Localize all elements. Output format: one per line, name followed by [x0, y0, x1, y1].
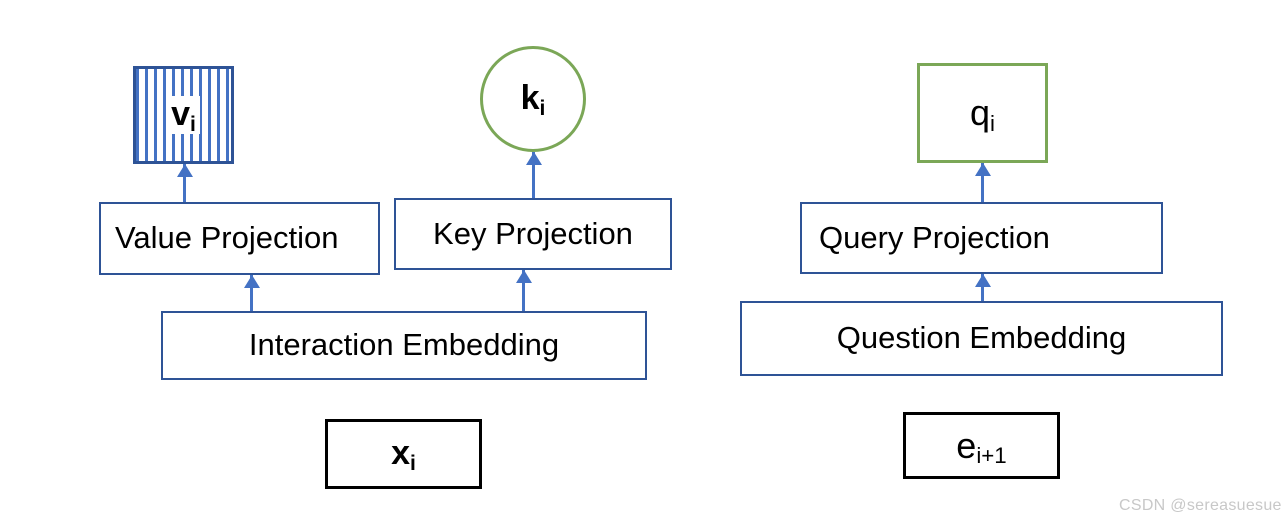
query-output-label: qi — [970, 92, 995, 136]
value-projection-node: Value Projection — [99, 202, 380, 275]
arrow-stem — [981, 274, 984, 310]
arrow-stem — [250, 275, 253, 313]
arrow-head — [515, 270, 532, 283]
query-projection-node: Query Projection — [800, 202, 1163, 274]
arrow-head — [525, 152, 542, 165]
key-output-node: ki — [480, 46, 586, 152]
arrow-stem — [522, 270, 525, 313]
arrow-head — [243, 275, 260, 288]
query-projection-label: Query Projection — [819, 219, 1050, 255]
key-output-label: ki — [520, 79, 546, 120]
watermark: CSDN @sereasuesue — [1119, 497, 1282, 514]
interaction-input-node: xi — [325, 419, 482, 489]
arrow-head — [176, 164, 193, 177]
interaction-embedding-label: Interaction Embedding — [248, 327, 560, 363]
question-input-label: ei+1 — [956, 424, 1007, 469]
arrow-stem — [981, 163, 984, 202]
value-output-node: vi — [133, 66, 234, 164]
arrow-head — [974, 274, 991, 287]
key-projection-label: Key Projection — [433, 215, 633, 251]
arrow-stem — [183, 164, 186, 202]
arrow-head — [974, 163, 991, 176]
interaction-embedding-node: Interaction Embedding — [161, 311, 647, 380]
key-projection-node: Key Projection — [394, 198, 672, 270]
value-output-label: vi — [167, 96, 200, 135]
arrow-stem — [532, 152, 535, 198]
question-embedding-label: Question Embedding — [836, 320, 1127, 356]
question-embedding-node: Question Embedding — [740, 301, 1223, 376]
value-projection-label: Value Projection — [115, 220, 339, 256]
interaction-input-label: xi — [391, 434, 416, 475]
question-input-node: ei+1 — [903, 412, 1060, 479]
query-output-node: qi — [917, 63, 1048, 163]
